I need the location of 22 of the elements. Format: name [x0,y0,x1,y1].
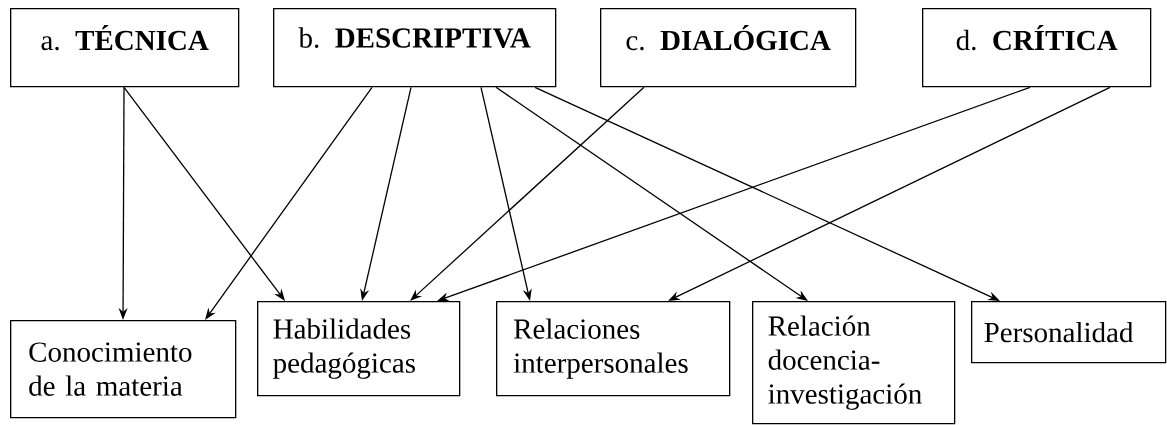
node-label: Personalidad [984,321,1134,343]
arrow [205,86,373,320]
topic-box [10,320,237,419]
arrow [495,86,808,301]
topic-box [752,301,956,425]
node-label: Relación docencia-investigación [768,315,922,410]
arrow [123,86,285,301]
category-box [10,8,240,88]
node-label: Conocimiento de la materia [29,342,192,396]
node-label: a. TÉCNICA [41,24,209,51]
category-box [273,8,557,88]
topic-box [496,301,731,397]
category-box [922,8,1152,88]
node-label: c. DIALÓGICA [626,24,831,51]
node-label: b. DESCRIPTIVA [298,27,531,48]
category-box [600,8,857,88]
topic-box [971,301,1167,364]
topic-box [257,301,461,397]
arrow [410,86,645,301]
node-label: d. CRÍTICA [956,24,1118,51]
node-label: Habilidades pedagógicas [273,318,415,379]
node-label: Relaciones interpersonales [513,318,688,379]
